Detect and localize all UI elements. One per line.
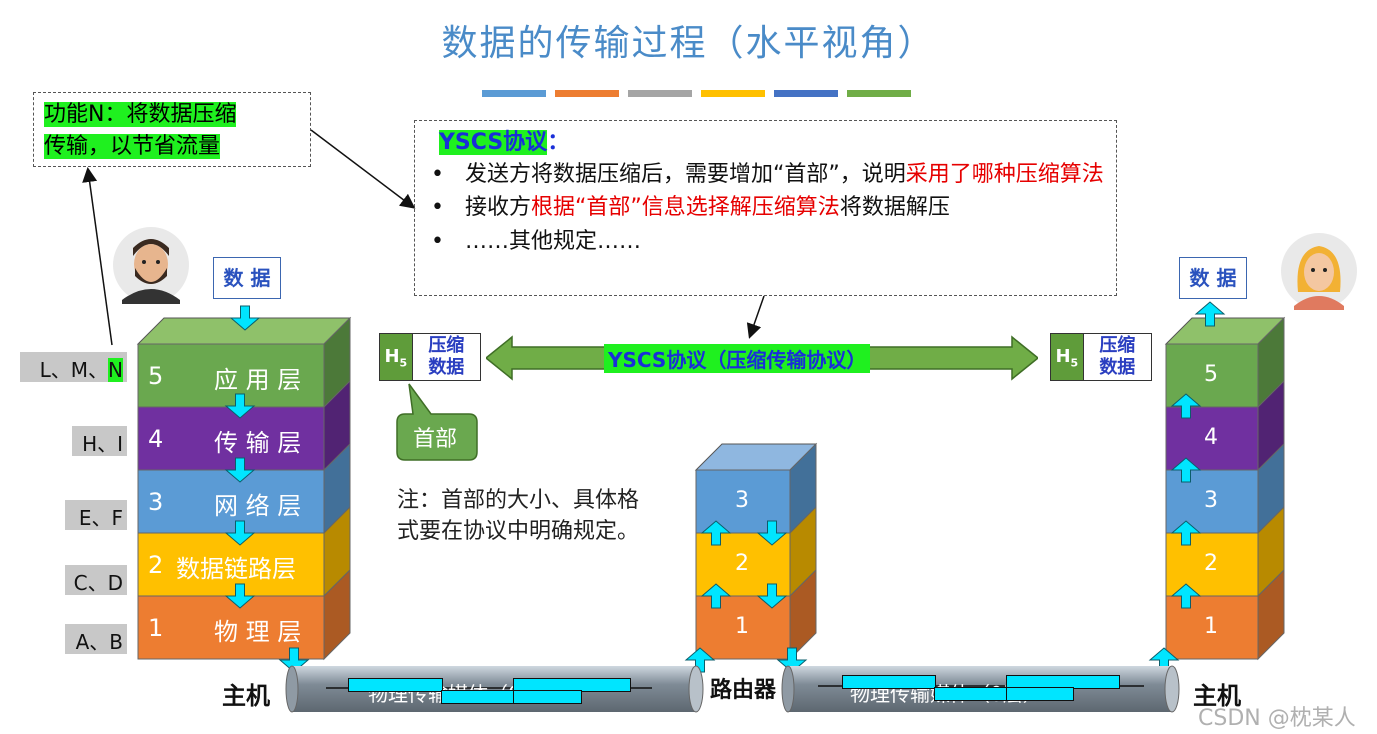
left-stack-layer-1-side: [323, 568, 351, 661]
left-layer-4-num: 4: [148, 425, 164, 453]
down-arrow-icon: [229, 305, 261, 331]
left-layer-3-name: 网 络 层: [214, 492, 302, 520]
page-title: 数据的传输过程（水平视角）: [441, 23, 936, 64]
signal-bit: [441, 690, 515, 704]
header-callout-shape: [396, 383, 478, 461]
man-avatar-icon: [113, 227, 189, 304]
router-stack-layer-1-side: [789, 568, 817, 661]
side-label-hi: H、I: [72, 426, 127, 456]
right-stack-layer-1-side: [1257, 568, 1285, 661]
protocol-bullet-1: 发送方将数据压缩后，需要增加“首部”，说明采用了哪种压缩算法: [423, 159, 1108, 191]
header-callout-text: 首部: [413, 427, 458, 452]
color-bar-4: [701, 90, 765, 97]
data-box-left: 数 据: [213, 257, 281, 299]
down-arrow-icon: [224, 583, 256, 609]
bullet1-red: 采用了哪种压缩算法: [905, 162, 1104, 187]
compressed-data-left: 压缩数据: [412, 334, 480, 380]
function-note-line1: 功能N：将数据压缩: [44, 102, 237, 127]
bullet2-black2: 将数据解压: [839, 195, 950, 220]
watermark: CSDN @枕某人: [1198, 706, 1356, 731]
function-note: 功能N：将数据压缩 传输，以节省流量: [33, 92, 311, 167]
left-layer-4-name: 传 输 层: [214, 429, 302, 457]
left-layer-3-num: 3: [148, 488, 164, 516]
h5-packet-right: H5 压缩数据: [1050, 333, 1152, 381]
right-layer-1: 1: [1204, 614, 1218, 639]
up-arrow-icon: [700, 583, 732, 609]
color-bar-1: [482, 90, 546, 97]
protocol-bullet-3: ……其他规定……: [423, 225, 1108, 259]
left-stack-layer-2-front: [137, 532, 325, 597]
left-layer-2-name: 数据链路层: [176, 555, 296, 583]
left-layer-5-num: 5: [148, 362, 164, 390]
color-bar-5: [774, 90, 838, 97]
bullet2-red: 根据“首部”信息选择解压缩算法: [531, 195, 840, 220]
side-label-ef: E、F: [65, 500, 127, 530]
right-layer-3: 3: [1204, 488, 1218, 513]
right-layer-4: 4: [1204, 425, 1218, 450]
down-arrow-icon: [756, 583, 788, 609]
right-layer-2: 2: [1204, 551, 1218, 576]
protocol-arrow-label: YSCS协议（压缩传输协议）: [604, 344, 871, 373]
signal-bit: [513, 690, 582, 704]
up-arrow-icon: [1170, 520, 1202, 546]
protocol-heading-colon: ：: [547, 130, 570, 155]
up-arrow-icon: [684, 647, 716, 673]
router-label: 路由器: [710, 678, 777, 703]
down-arrow-icon: [224, 520, 256, 546]
side-label-lmn: L、M、N: [20, 352, 127, 382]
router-layer-2: 2: [735, 551, 749, 576]
router-layer-1: 1: [735, 614, 749, 639]
side-label-ab: A、B: [65, 624, 127, 654]
down-arrow-icon: [224, 393, 256, 419]
host-label-right: 主机: [1193, 682, 1241, 710]
h5-header-right: H5: [1051, 334, 1084, 380]
left-layer-2-num: 2: [148, 551, 164, 579]
color-bar-3: [628, 90, 692, 97]
left-layer-1-name: 物 理 层: [214, 618, 302, 646]
up-arrow-icon: [1170, 583, 1202, 609]
h5-packet-left: H5 压缩数据: [379, 333, 481, 381]
bullet2-black1: 接收方: [465, 195, 532, 220]
signal-bit: [348, 678, 443, 692]
up-arrow-icon: [1194, 301, 1226, 327]
down-arrow-icon: [224, 457, 256, 483]
up-arrow-icon: [700, 520, 732, 546]
up-arrow-icon: [1170, 457, 1202, 483]
compressed-data-right: 压缩数据: [1083, 334, 1151, 380]
side-label-cd: C、D: [65, 565, 127, 595]
left-layer-5-name: 应 用 层: [214, 366, 302, 394]
left-layer-1-num: 1: [148, 614, 164, 642]
function-note-line2: 传输，以节省流量: [44, 134, 221, 159]
signal-bit: [934, 687, 1008, 701]
side-label-lmn-text: L、M、: [39, 358, 109, 382]
bullet3: ……其他规定……: [465, 229, 642, 254]
signal-bit: [1006, 687, 1074, 701]
protocol-note: YSCS协议： 发送方将数据压缩后，需要增加“首部”，说明采用了哪种压缩算法 接…: [414, 120, 1117, 296]
right-layer-5: 5: [1204, 362, 1218, 387]
signal-bit: [842, 675, 936, 689]
up-arrow-icon: [1170, 393, 1202, 419]
bullet1-black: 发送方将数据压缩后，需要增加“首部”，说明: [465, 162, 906, 187]
woman-avatar-icon: [1281, 233, 1357, 310]
color-bar-6: [847, 90, 911, 97]
data-box-right: 数 据: [1179, 257, 1247, 299]
protocol-heading: YSCS协议: [439, 130, 548, 155]
side-label-n: N: [108, 358, 123, 382]
color-bar-2: [555, 90, 619, 97]
host-label-left: 主机: [222, 682, 270, 710]
protocol-bullet-2: 接收方根据“首部”信息选择解压缩算法将数据解压: [423, 191, 1108, 225]
note-text: 注：首部的大小、具体格式要在协议中明确规定。: [397, 488, 640, 544]
router-layer-3: 3: [735, 488, 749, 513]
down-arrow-icon: [756, 520, 788, 546]
h5-header-left: H5: [380, 334, 413, 380]
